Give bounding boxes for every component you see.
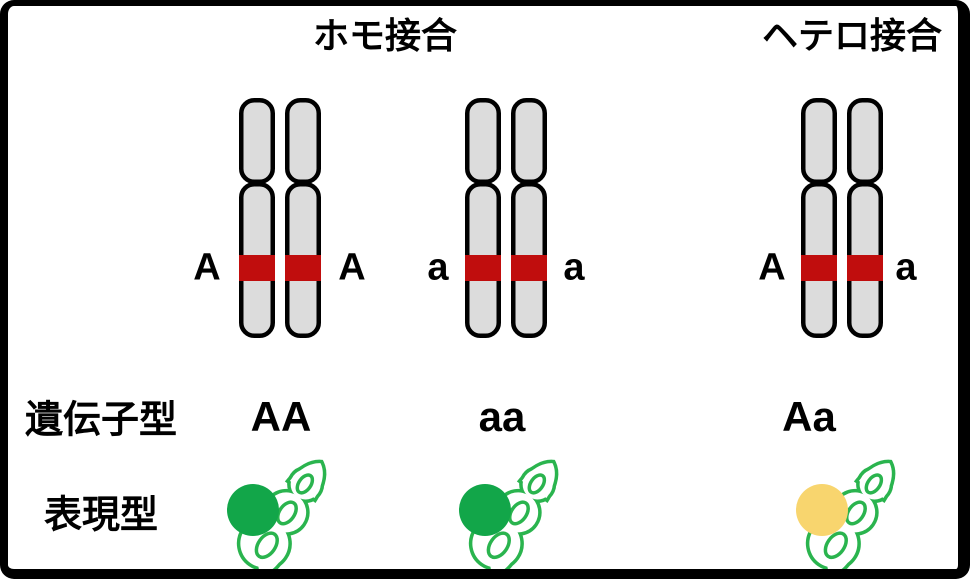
pea-seed — [459, 484, 511, 536]
allele-band — [847, 255, 883, 281]
homozygous-title: ホモ接合 — [312, 15, 458, 56]
pea-phenotype-icon-yellow — [796, 459, 896, 574]
allele-label-pair3-left: A — [758, 246, 786, 289]
pea-seed — [227, 484, 279, 536]
chromosome-pair-Aa — [801, 98, 883, 338]
genotype-value-AA: AA — [250, 393, 312, 440]
allele-label-pair2-right: a — [563, 246, 585, 289]
allele-label-pair3-right: a — [895, 246, 917, 289]
chromosome-pair-aa — [465, 98, 547, 338]
allele-band — [801, 255, 837, 281]
phenotype-row-label: 表現型 — [43, 494, 159, 537]
genotype-value-aa: aa — [478, 393, 526, 440]
allele-label-pair1-left: A — [193, 246, 221, 289]
pea-phenotype-icon-green — [459, 459, 559, 574]
allele-band — [285, 255, 321, 281]
pea-phenotype-icon-green — [227, 459, 327, 574]
allele-band — [511, 255, 547, 281]
heterozygous-title: ヘテロ接合 — [761, 15, 943, 56]
genotype-value-Aa: Aa — [782, 393, 836, 440]
genotype-row-label: 遺伝子型 — [24, 399, 178, 442]
allele-band — [465, 255, 501, 281]
chromosome-pair-AA — [239, 98, 321, 338]
allele-band — [239, 255, 275, 281]
pea-seed — [796, 484, 848, 536]
allele-label-pair1-right: A — [338, 246, 366, 289]
allele-label-pair2-left: a — [427, 246, 449, 289]
